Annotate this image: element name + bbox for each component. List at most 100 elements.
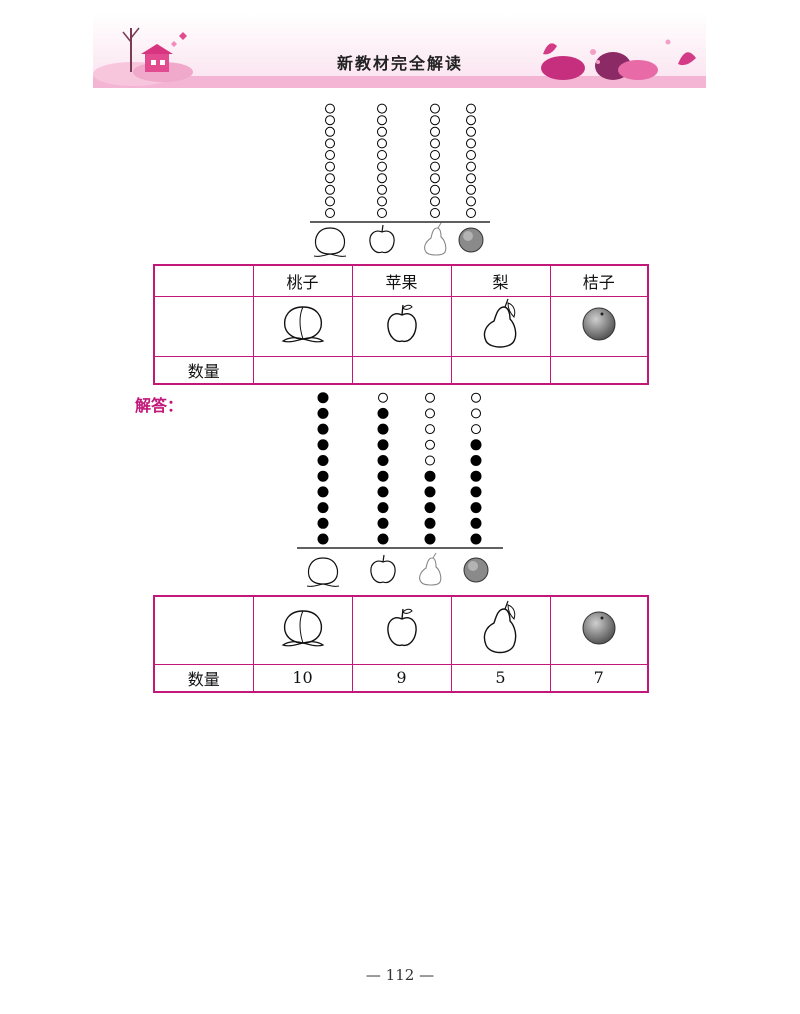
apple-icon — [386, 304, 417, 343]
answer-label: 解答： — [135, 396, 184, 415]
pear-icon — [483, 298, 516, 348]
fruit-count-table-answer: 数量 10 9 5 7 — [153, 595, 649, 693]
quantity-label: 数量 — [153, 355, 254, 385]
banner-decoration-left — [93, 27, 193, 86]
peach-icon — [306, 557, 340, 587]
bead-pear-8 — [425, 424, 435, 435]
bead-apple-3 — [377, 184, 387, 195]
bead-peach-2 — [317, 517, 329, 529]
bead-pear-6 — [430, 150, 440, 160]
bead-orange-4 — [470, 486, 482, 498]
bead-pear-8 — [430, 126, 440, 137]
bead-peach-2 — [325, 196, 335, 207]
bead-peach-9 — [325, 115, 335, 126]
bead-pear-4 — [424, 486, 436, 498]
apple-icon — [369, 224, 395, 254]
bead-apple-2 — [377, 517, 389, 529]
header-cell-pear: 梨 — [450, 264, 551, 297]
bead-apple-2 — [377, 196, 387, 207]
quantity-cell-orange — [549, 355, 649, 385]
quantity-cell-apple — [351, 355, 452, 385]
pear-cell — [450, 595, 551, 665]
bead-orange-9 — [466, 115, 476, 126]
header-cell-peach: 桃子 — [252, 264, 353, 297]
bead-orange-9 — [471, 408, 481, 419]
bead-apple-6 — [377, 455, 389, 466]
bead-apple-10 — [377, 103, 387, 114]
bead-orange-1 — [466, 208, 476, 218]
bead-pear-1 — [430, 208, 440, 218]
quantity-cell-apple: 9 — [351, 663, 452, 693]
bead-apple-7 — [377, 138, 387, 149]
bead-pear-5 — [430, 161, 440, 172]
bead-apple-9 — [377, 115, 387, 126]
bead-pear-4 — [430, 173, 440, 184]
bead-pear-10 — [425, 392, 435, 403]
bead-peach-5 — [325, 161, 335, 172]
bead-apple-10 — [378, 392, 388, 403]
quantity-cell-peach — [252, 355, 353, 385]
bead-pear-3 — [424, 502, 436, 514]
peach-cell — [252, 595, 353, 665]
pear-icon — [419, 552, 442, 586]
orange-icon — [463, 557, 489, 583]
peach-icon — [281, 610, 324, 647]
bead-pear-9 — [425, 408, 435, 419]
quantity-cell-pear — [450, 355, 551, 385]
bead-orange-4 — [466, 173, 476, 184]
icon-row-label — [153, 295, 254, 357]
quantity-cell-pear: 5 — [450, 663, 551, 693]
apple-icon — [370, 554, 396, 584]
bead-peach-6 — [317, 455, 329, 466]
bead-peach-9 — [317, 407, 329, 419]
bead-pear-7 — [430, 138, 440, 149]
icon-row-label — [153, 595, 254, 665]
bead-peach-7 — [325, 138, 335, 149]
bead-apple-1 — [377, 208, 387, 218]
apple-cell — [351, 595, 452, 665]
bead-pear-5 — [424, 470, 436, 482]
bead-orange-8 — [466, 126, 476, 137]
bead-pear-2 — [430, 196, 440, 207]
bead-peach-4 — [317, 486, 329, 498]
bead-apple-3 — [377, 502, 389, 514]
bead-peach-6 — [325, 150, 335, 160]
bead-pear-7 — [425, 439, 435, 450]
bead-peach-10 — [317, 392, 329, 404]
bead-pear-6 — [425, 455, 435, 466]
bead-orange-8 — [471, 424, 481, 435]
bead-orange-3 — [466, 184, 476, 195]
pear-icon — [424, 222, 447, 256]
header-cell-empty — [153, 264, 254, 297]
orange-icon — [582, 611, 616, 645]
bead-apple-4 — [377, 173, 387, 184]
header-title: 新教材完全解读 — [336, 54, 463, 73]
bead-orange-3 — [470, 502, 482, 514]
bead-peach-3 — [317, 502, 329, 514]
bead-apple-5 — [377, 470, 389, 482]
banner-decoration-right — [541, 39, 696, 80]
apple-icon — [386, 609, 417, 647]
bead-peach-1 — [317, 533, 329, 545]
pear-icon — [483, 601, 516, 654]
banner-band — [93, 76, 706, 88]
bead-orange-10 — [466, 103, 476, 114]
bead-orange-6 — [466, 150, 476, 160]
bead-peach-5 — [317, 470, 329, 482]
orange-icon — [582, 307, 616, 341]
bead-apple-5 — [377, 161, 387, 172]
bead-orange-2 — [470, 517, 482, 529]
bead-pear-3 — [430, 184, 440, 195]
bead-peach-1 — [325, 208, 335, 218]
bead-peach-8 — [325, 126, 335, 137]
page-number: — 112 — — [365, 966, 435, 984]
quantity-label: 数量 — [153, 663, 254, 693]
bead-apple-1 — [377, 533, 389, 545]
bead-apple-6 — [377, 150, 387, 160]
bead-apple-7 — [377, 439, 389, 451]
quantity-cell-orange: 7 — [549, 663, 649, 693]
bead-apple-8 — [377, 126, 387, 137]
quantity-cell-peach: 10 — [252, 663, 353, 693]
